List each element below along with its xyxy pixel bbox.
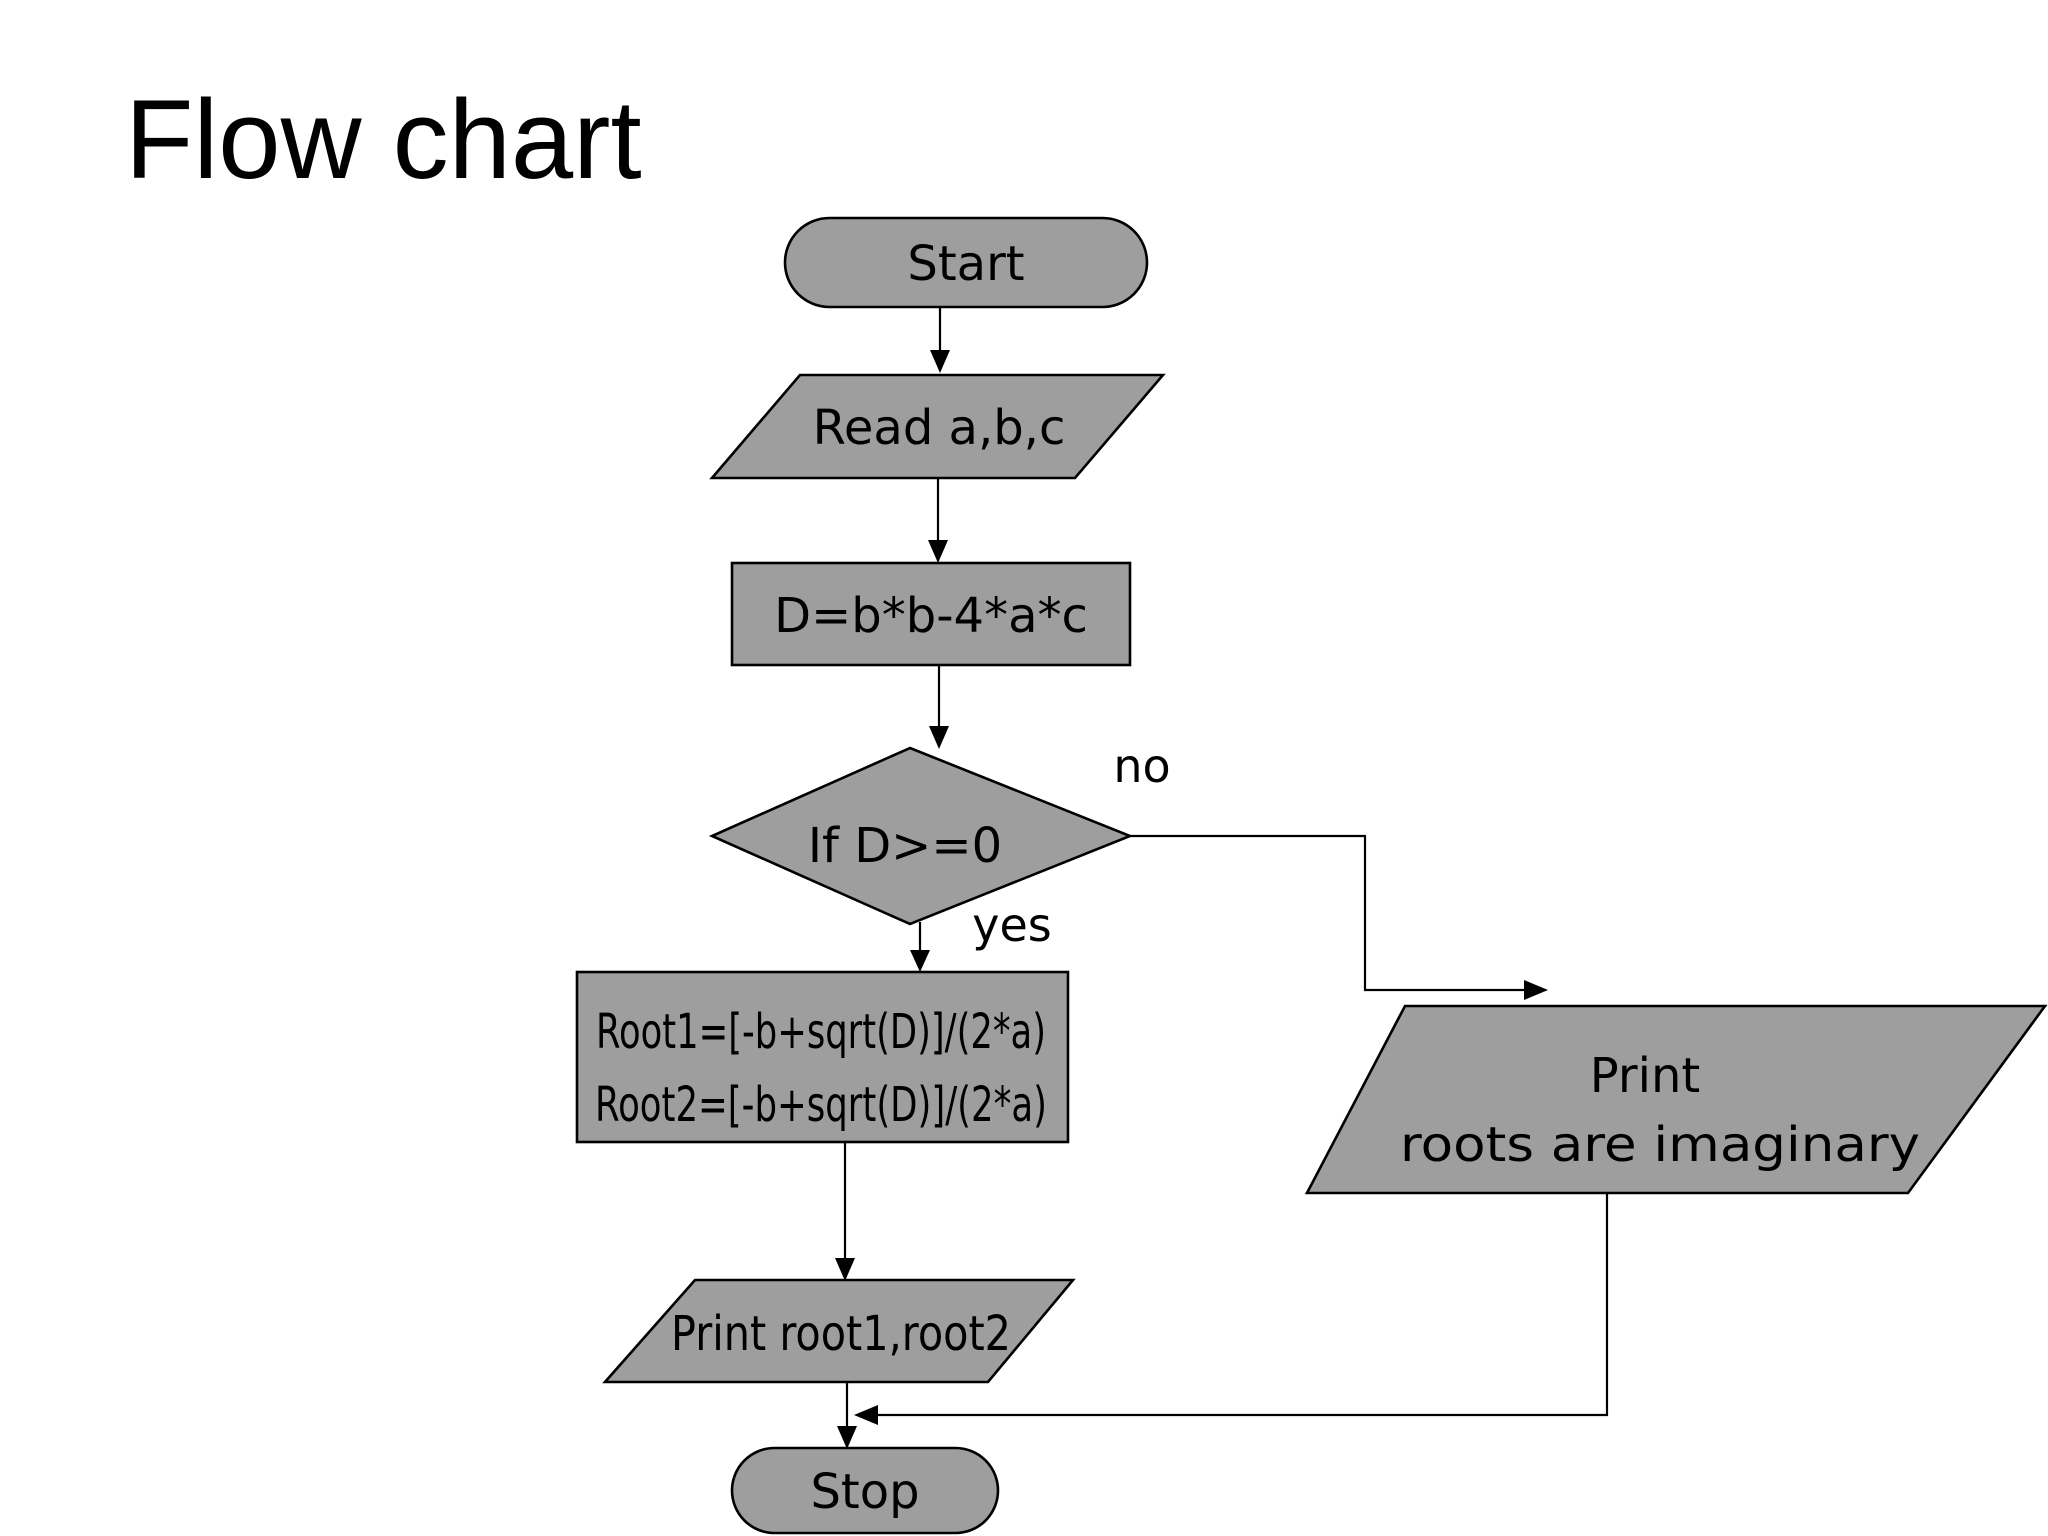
edge-decision-no	[1130, 834, 1524, 992]
compute-d-rect-shape	[730, 561, 1132, 667]
edge-label-yes: yes	[972, 898, 1052, 952]
compute-roots-line1: Root1=[-b+sqrt(D)]/(2*a)	[596, 1004, 1046, 1060]
decision-diamond-shape	[708, 746, 1134, 926]
edge-label-no: no	[1113, 739, 1170, 793]
edge-imaginary-to-stop	[878, 1193, 1609, 1417]
stop-label: Stop	[810, 1464, 919, 1520]
node-read: Read a,b,c	[709, 373, 1166, 480]
compute-d-label: D=b*b-4*a*c	[774, 588, 1088, 644]
page-title: Flow chart	[125, 77, 642, 202]
start-terminator-shape	[783, 216, 1149, 309]
stop-terminator-shape	[730, 1446, 1000, 1535]
node-print-imaginary: Print roots are imaginary	[1304, 1004, 2048, 1195]
arrowhead-decision-yes	[910, 950, 930, 972]
compute-roots-rect-shape	[575, 970, 1070, 1144]
start-label: Start	[907, 236, 1024, 292]
print-imaginary-parallelogram-shape	[1304, 1004, 2048, 1195]
arrowhead-decision-no	[1524, 980, 1548, 1000]
print-imaginary-line2: roots are imaginary	[1400, 1117, 1920, 1173]
print-roots-label: Print root1,root2	[671, 1306, 1011, 1362]
node-start: Start	[783, 216, 1149, 309]
arrowhead-imaginary-to-stop	[854, 1405, 878, 1425]
arrowhead-roots-to-print	[835, 1258, 855, 1281]
arrowhead-read-to-compute-d	[928, 540, 948, 563]
print-roots-parallelogram-shape	[602, 1278, 1076, 1384]
decision-label: If D>=0	[808, 818, 1002, 874]
node-decision: If D>=0	[708, 746, 1134, 926]
arrowhead-print-to-stop	[837, 1426, 857, 1449]
node-print-roots: Print root1,root2	[602, 1278, 1076, 1384]
node-compute-d: D=b*b-4*a*c	[730, 561, 1132, 667]
arrowhead-start-to-read	[930, 350, 950, 373]
connectors	[835, 307, 1609, 1449]
node-stop: Stop	[730, 1446, 1000, 1535]
arrowhead-compute-d-to-decision	[929, 726, 949, 749]
read-parallelogram-shape	[709, 373, 1166, 480]
compute-roots-line2: Root2=[-b+sqrt(D)]/(2*a)	[595, 1077, 1047, 1133]
node-compute-roots: Root1=[-b+sqrt(D)]/(2*a) Root2=[-b+sqrt(…	[575, 970, 1070, 1144]
read-label: Read a,b,c	[813, 400, 1066, 456]
print-imaginary-line1: Print	[1590, 1048, 1700, 1104]
